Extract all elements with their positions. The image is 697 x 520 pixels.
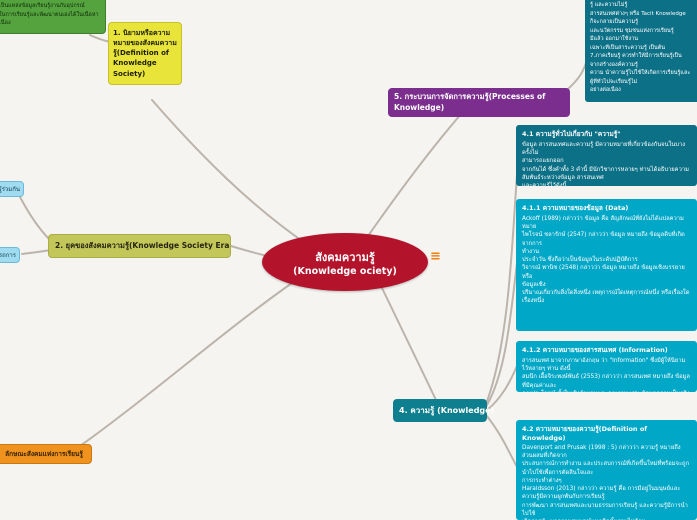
- connector-knowledge-k411: [485, 262, 518, 408]
- connector-center-definition: [151, 99, 306, 244]
- node-green-topleft[interactable]: เป็นแหล่งข้อมูลเรียนรู้งานกับอุปกรณ์ ในก…: [0, 0, 106, 34]
- branch-knowledge[interactable]: 4. ความรู้ (Knowledge): [393, 399, 494, 422]
- central-topic[interactable]: สังคมความรู้ (Knowledge ociety): [262, 233, 428, 291]
- node-cyan-b-label: สามารถการ: [0, 252, 16, 259]
- branch-processes-label: 5. กระบวนการจัดการความรู้(Processes of K…: [394, 92, 546, 112]
- green-line: เนื่อง: [0, 20, 11, 27]
- menu-icon[interactable]: ≡: [430, 249, 441, 264]
- branch-definition-label: 1. นิยามหรือความหมายของสังคมความรู้(Defi…: [113, 29, 177, 78]
- node-k41-body: ข้อมูล สารสนเทศและความรู้ มีความหมายที่เ…: [522, 142, 689, 186]
- central-topic-subtitle: (Knowledge ociety): [293, 265, 397, 277]
- connector-era-cyan-a: [19, 196, 51, 241]
- green-line: เป็นแหล่งข้อมูลเรียนรู้งานกับอุปกรณ์: [0, 3, 85, 9]
- note-line: จากสร้างองค์ความรู้: [590, 61, 638, 68]
- note-line: ผู้ที่ทั่วไปจะเรียนรู้ไม่: [590, 78, 638, 85]
- node-cyan-a[interactable]: การเรียนรู้ร่วมกัน: [0, 181, 24, 197]
- node-k411[interactable]: 4.1.1 ความหมายของข้อมูล (Data) Ackoff (1…: [516, 199, 697, 331]
- note-line: เฉพาะที่เป็นสาระความรู้ เป็นต้น: [590, 44, 666, 51]
- note-line: รู้ และความไม่รู้: [590, 2, 628, 8]
- connector-knowledge-k42: [485, 414, 518, 468]
- note-line: 7.ภาคเรียนรู้ ควรทำให้มีการเรียนรู้เป็น: [590, 53, 682, 60]
- node-k412-body: สารสนเทศ มาจากภาษาอังกฤษ ว่า "Informatio…: [522, 358, 690, 392]
- connector-center-knowledge: [381, 287, 437, 401]
- note-line: ก็จะกลายเป็นความรู้: [590, 19, 639, 26]
- connector-knowledge-k412: [485, 365, 518, 412]
- node-cyan-b[interactable]: สามารถการ: [0, 247, 20, 263]
- note-line: และนวัตกรรม ชุมชนแห่งการเรียนรู้: [590, 27, 674, 34]
- connector-center-processes: [367, 112, 463, 237]
- green-line: ในการเรียนรู้และพัฒนาตนเองได้ในเนื้อหา: [0, 11, 99, 18]
- node-k411-title: 4.1.1 ความหมายของข้อมูล (Data): [522, 204, 629, 212]
- branch-knowledge-label: 4. ความรู้ (Knowledge): [399, 406, 495, 415]
- connector-era-cyan-b: [21, 249, 51, 255]
- node-k412[interactable]: 4.1.2 ความหมายของสารสนเทศ (Information) …: [516, 341, 697, 392]
- node-cyan-a-label: การเรียนรู้ร่วมกัน: [0, 186, 20, 193]
- node-notes-topright[interactable]: รู้ และความไม่รู้ สารสนเทศต่างๆ หรือ Tac…: [585, 0, 697, 102]
- branch-processes[interactable]: 5. กระบวนการจัดการความรู้(Processes of K…: [388, 88, 570, 117]
- node-k41[interactable]: 4.1 ความรู้ทั่วไปเกี่ยวกับ "ความรู้" ข้อ…: [516, 125, 697, 186]
- connector-definition-green: [89, 34, 111, 43]
- note-line: มีแล้ว ออกมาใช้งาน: [590, 36, 638, 43]
- node-k42-body: Davenport and Prusak (1998 : 5) กล่าวว่า…: [522, 445, 690, 520]
- node-k412-title: 4.1.2 ความหมายของสารสนเทศ (Information): [522, 346, 668, 354]
- node-k41-title: 4.1 ความรู้ทั่วไปเกี่ยวกับ "ความรู้": [522, 130, 621, 138]
- branch-definition[interactable]: 1. นิยามหรือความหมายของสังคมความรู้(Defi…: [108, 22, 182, 85]
- connector-center-learning-society: [79, 282, 293, 447]
- branch-learning-society[interactable]: ลักษณะสังคมแห่งการเรียนรู้: [0, 444, 92, 464]
- connector-knowledge-k41: [485, 159, 519, 405]
- central-topic-title: สังคมความรู้: [315, 250, 375, 264]
- note-line: สารสนเทศต่างๆ หรือ Tacit Knowledge: [590, 10, 686, 17]
- note-line: อย่างต่อเนื่อง: [590, 87, 621, 94]
- branch-learning-society-label: ลักษณะสังคมแห่งการเรียนรู้: [5, 450, 83, 458]
- node-k411-body: Ackoff (1989) กล่าวว่า ข้อมูล คือ สัญลัก…: [522, 216, 690, 305]
- node-k42-title: 4.2 ความหมายของความรู้(Definition of Kno…: [522, 425, 648, 442]
- node-k42[interactable]: 4.2 ความหมายของความรู้(Definition of Kno…: [516, 420, 697, 520]
- note-line: ความ นำความรู้ไปใช้ให้เกิดการเรียนรู้และ: [590, 70, 691, 77]
- branch-era[interactable]: 2. ยุคของสังคมความรู้(Knowledge Society …: [48, 234, 231, 258]
- branch-era-label: 2. ยุคของสังคมความรู้(Knowledge Society …: [55, 241, 231, 250]
